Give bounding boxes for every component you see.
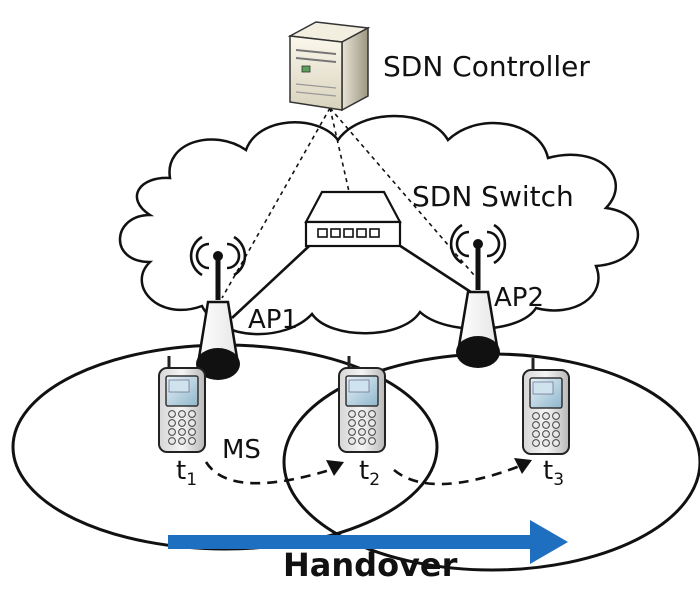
movement-arrowhead-2: [514, 458, 532, 474]
ms-label: MS: [222, 435, 261, 465]
handover-arrow: [168, 520, 568, 564]
time-label-t1: t1: [176, 456, 198, 491]
time-label-t3: t3: [543, 456, 565, 491]
ap1-label: AP1: [248, 305, 299, 335]
movement-path: [204, 461, 521, 486]
network-switch-icon: [304, 190, 402, 248]
time-label-t2: t2: [359, 456, 381, 491]
controller-label: SDN Controller: [383, 50, 590, 83]
switch-label: SDN Switch: [412, 180, 574, 213]
mobile-phone-icon-t1: [157, 354, 207, 454]
control-links: [221, 107, 481, 299]
ap2-label: AP2: [494, 283, 545, 313]
handover-label: Handover: [283, 546, 458, 584]
ap1-access-point-icon: [189, 235, 247, 380]
movement-arrowhead-1: [326, 460, 344, 476]
mobile-phone-icon-t2: [337, 354, 387, 454]
mobile-phone-icon-t3: [521, 356, 571, 456]
server-tower-icon: [287, 21, 371, 112]
ap2-access-point-icon: [449, 223, 507, 368]
